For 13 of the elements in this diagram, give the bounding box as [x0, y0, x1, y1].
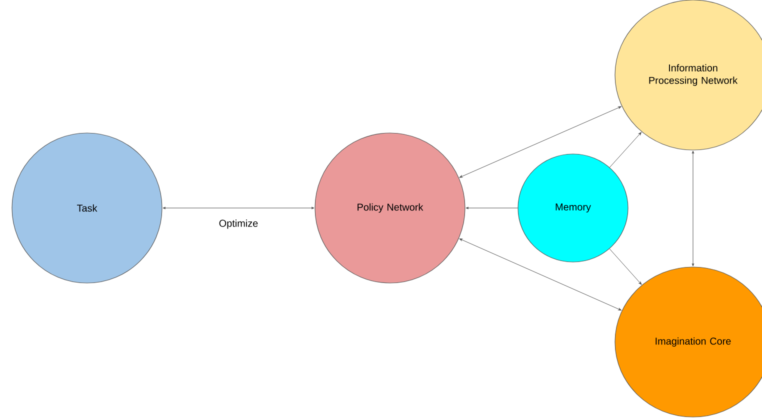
circle-node: Task — [12, 132, 162, 284]
arrow — [609, 132, 642, 168]
arrow — [692, 150, 694, 266]
arrow — [459, 238, 622, 310]
arrow — [609, 248, 642, 285]
circle-node: Imagination Core — [614, 266, 762, 418]
arrow — [459, 106, 622, 178]
circle-node: Policy Network — [314, 132, 466, 284]
circle-node: Information Processing Network — [614, 0, 762, 150]
arrow — [466, 206, 518, 210]
arrow — [162, 206, 314, 210]
edge-label: Optimize — [219, 220, 258, 229]
circle-node: Memory — [518, 154, 628, 262]
